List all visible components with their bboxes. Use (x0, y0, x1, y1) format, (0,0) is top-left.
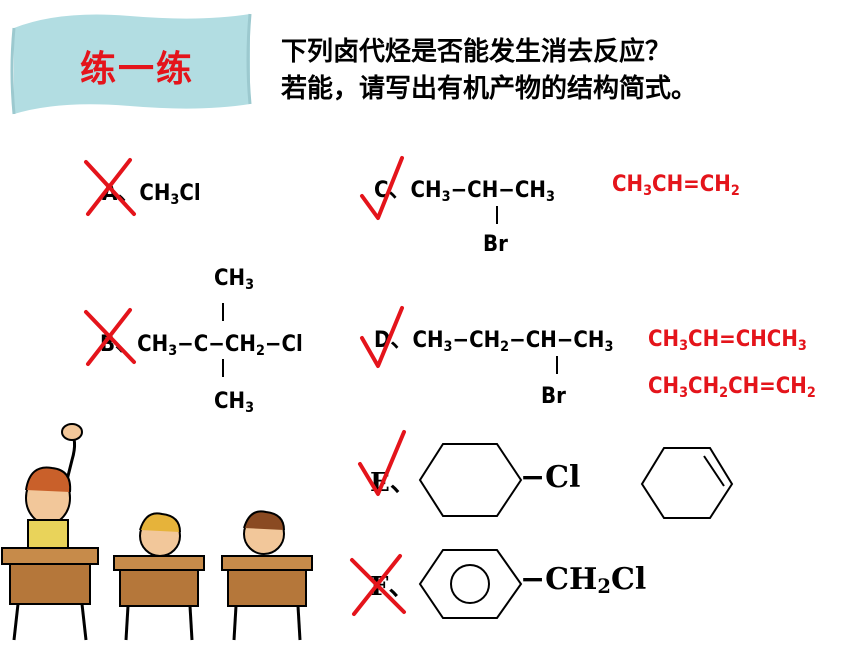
item-d-chain: CH3−CH2−CH−CH3 (412, 328, 614, 355)
check-mark-e (358, 430, 406, 496)
item-c-chain: CH3−CH−CH3 (410, 178, 555, 205)
benzene-ring (418, 549, 523, 619)
cross-mark-a (84, 158, 136, 216)
item-d-product-1: CH3CH=CHCH3 (648, 327, 807, 354)
question-line-1: 下列卤代烃是否能发生消去反应？ (281, 37, 672, 67)
item-d: D、CH3−CH2−CH−CH3 (374, 322, 613, 354)
cross-mark-f (350, 554, 406, 616)
banner-title: 练一练 (80, 49, 195, 90)
item-f-substituent: −CH2Cl (520, 562, 647, 598)
item-b-bottom-group: CH3 (214, 389, 255, 416)
item-e-substituent: −Cl (520, 460, 581, 495)
item-c-substituent: Br (483, 232, 508, 257)
item-c-bond (496, 206, 498, 224)
item-d-bond (556, 356, 558, 374)
item-b: B、CH3−C−CH2−Cl (100, 326, 303, 358)
item-b-chain: CH3−C−CH2−Cl (137, 332, 303, 359)
cyclohexane-ring (418, 443, 523, 517)
cyclohexene-product (640, 447, 734, 519)
item-d-product-2: CH3CH2CH=CH2 (648, 374, 816, 401)
item-c-product: CH3CH=CH2 (612, 172, 740, 199)
item-d-substituent: Br (541, 384, 566, 409)
cross-mark-b (84, 308, 136, 366)
students-clipart (1, 423, 313, 641)
check-mark-c (360, 156, 404, 220)
question-line-2: 若能，请写出有机产物的结构简式。 (281, 74, 698, 104)
item-a-formula: CH3Cl (139, 181, 201, 208)
question-text: 下列卤代烃是否能发生消去反应？ 若能，请写出有机产物的结构简式。 (281, 34, 697, 108)
item-b-bottom-bond (222, 359, 224, 377)
item-b-top-bond (222, 303, 224, 321)
check-mark-d (360, 306, 404, 368)
item-b-top-group: CH3 (214, 266, 255, 293)
